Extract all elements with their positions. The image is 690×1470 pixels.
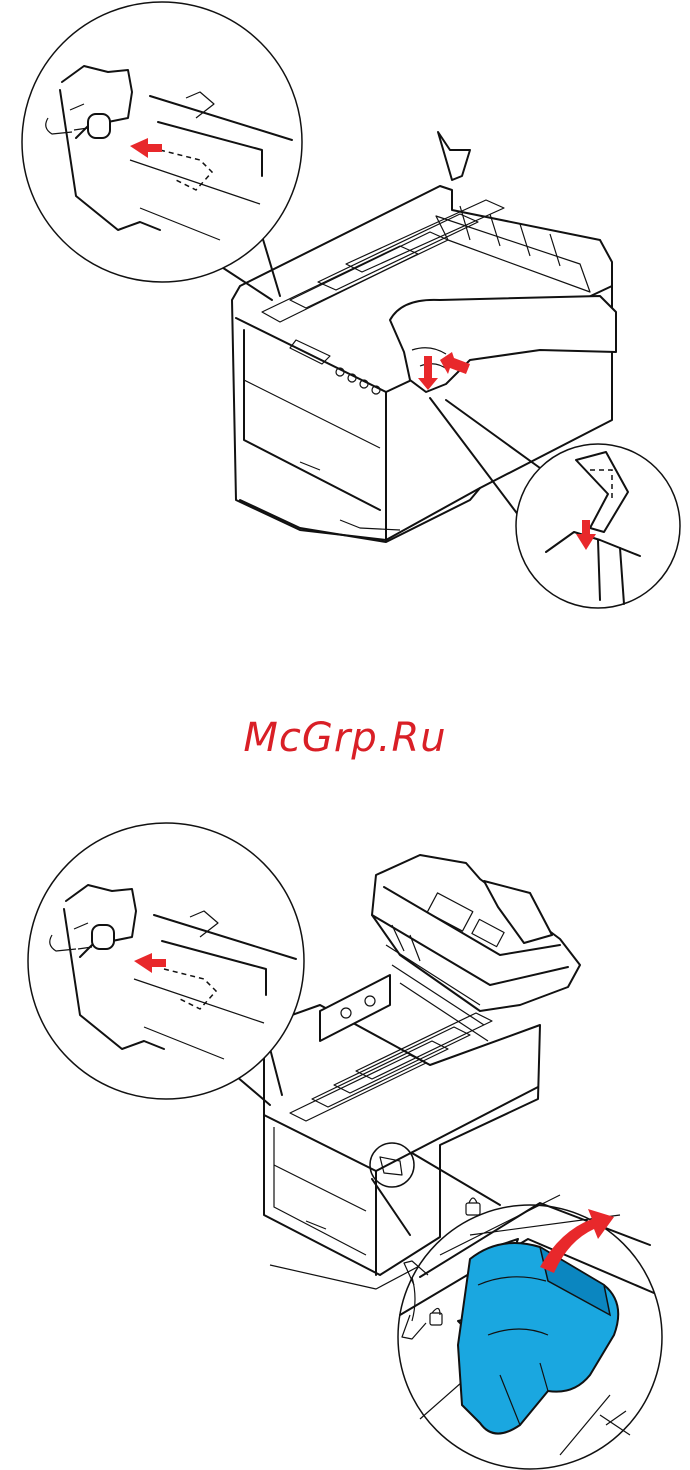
- printer-diagram-top: [0, 0, 690, 610]
- watermark-text: McGrp.Ru: [0, 710, 690, 766]
- zoom-callout-drum-lock-icon: [28, 823, 304, 1105]
- zoom-callout-drum-lock-icon: [22, 2, 302, 300]
- illustration-bottom: [0, 815, 690, 1470]
- illustration-top: [0, 0, 690, 610]
- printer-diagram-bottom: [0, 815, 690, 1470]
